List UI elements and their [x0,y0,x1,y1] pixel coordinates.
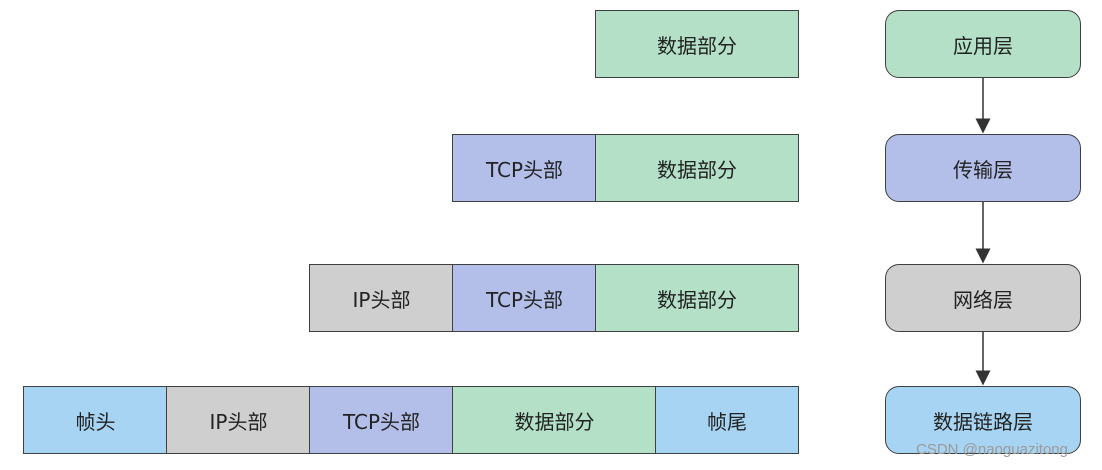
network-ip-header-segment: IP头部 [309,264,454,332]
link-frame-trailer-segment: 帧尾 [655,386,799,454]
link-ip-header-segment: IP头部 [166,386,311,454]
layer-transport: 传输层 [885,134,1081,202]
link-frame-header-segment: 帧头 [23,386,168,454]
layer-network: 网络层 [885,264,1081,332]
network-data-segment: 数据部分 [595,264,799,332]
transport-data-segment: 数据部分 [595,134,799,202]
layer-data-link: 数据链路层 [885,386,1081,454]
transport-tcp-header-segment: TCP头部 [452,134,597,202]
link-tcp-header-segment: TCP头部 [309,386,454,454]
app-data-segment: 数据部分 [595,10,799,78]
layer-application: 应用层 [885,10,1081,78]
link-data-segment: 数据部分 [452,386,657,454]
network-tcp-header-segment: TCP头部 [452,264,597,332]
watermark: CSDN @naoguazitong [916,441,1068,458]
